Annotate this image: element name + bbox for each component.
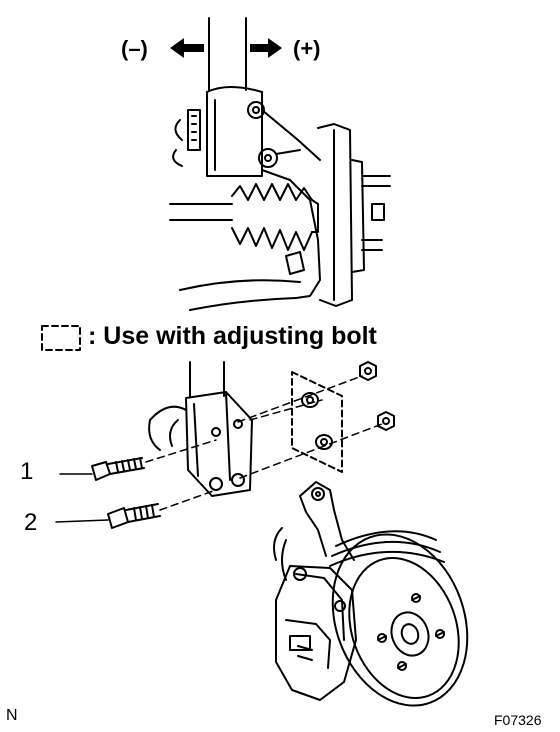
right-arrow-icon [250,38,282,58]
top-strut-assembly [169,17,391,311]
bottom-strut-assembly [148,361,253,497]
assembly-lines [145,375,383,511]
corner-code: N [6,707,18,724]
direction-arrows [170,38,282,58]
nut-lower [377,411,395,431]
callout-2: 2 [24,509,38,536]
minus-direction-label: (–) [121,36,148,61]
plus-direction-label: (+) [293,36,321,61]
knuckle-and-disc [273,481,469,707]
callout-1: 1 [20,458,34,485]
bolt-2 [55,503,161,529]
nut-upper [359,361,377,381]
legend-dashed-box-icon [41,325,81,351]
legend-text: : Use with adjusting bolt [88,322,377,350]
left-arrow-icon [170,38,204,58]
adjusting-area-dashed-box-icon [291,371,343,473]
bolt-1 [59,457,145,481]
figure-id: F07326 [494,712,542,728]
